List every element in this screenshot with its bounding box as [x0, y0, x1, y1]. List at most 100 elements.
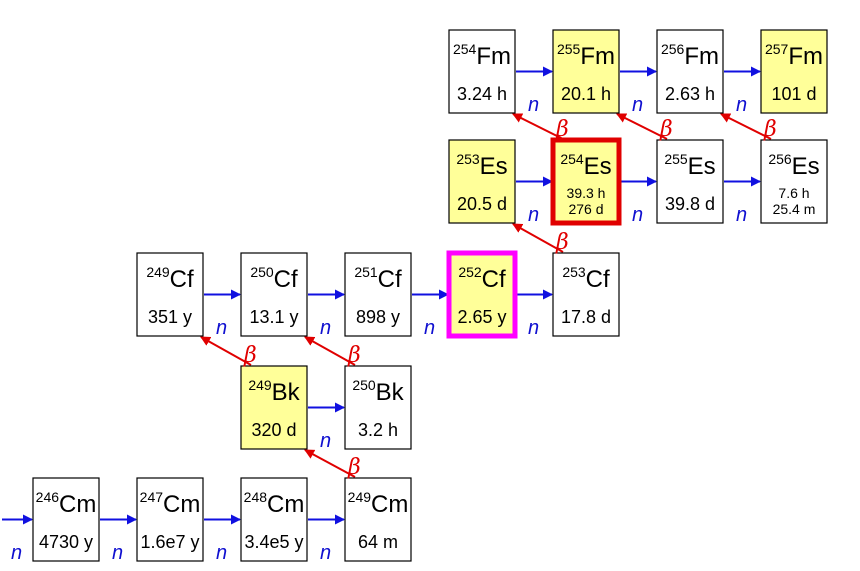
- nuclide-box: [656, 29, 724, 114]
- nuclide-box: [344, 252, 412, 337]
- nuclide-box: [344, 477, 412, 562]
- nuclide-symbol: 253Es: [456, 151, 507, 180]
- half-life: 7.6 h: [778, 185, 809, 201]
- nuclide-box: [240, 365, 308, 450]
- neutron-label: n: [528, 204, 539, 226]
- nuclide-symbol: 249Bk: [248, 377, 300, 406]
- element-symbol: Cm: [267, 491, 304, 518]
- element-symbol: Cm: [163, 491, 200, 518]
- nuclide-fm254: 254Fm 3.24 h: [448, 29, 516, 114]
- nuclide-cf252: 252Cf 2.65 y: [446, 250, 518, 339]
- neutron-label: n: [320, 317, 331, 339]
- mass-number: 256: [661, 41, 685, 57]
- nuclide-fm256: 256Fm 2.63 h: [656, 29, 724, 114]
- mass-number: 247: [140, 489, 164, 505]
- element-symbol: Es: [480, 153, 508, 180]
- element-symbol: Bk: [376, 379, 405, 406]
- beta-label: β: [347, 343, 361, 368]
- element-symbol: Cm: [371, 491, 408, 518]
- nuclide-cf249: 249Cf 351 y: [136, 252, 204, 337]
- nuclide-box: [448, 139, 516, 224]
- neutron-label: n: [11, 542, 22, 564]
- mass-number: 253: [456, 151, 480, 167]
- decay-arrows: [2, 66, 772, 525]
- nuclide-box: [448, 29, 516, 114]
- mass-number: 256: [768, 151, 792, 167]
- nuclide-symbol: 254Fm: [453, 41, 511, 70]
- beta-decay-arrow: [512, 113, 564, 140]
- element-symbol: Fm: [684, 43, 719, 70]
- mass-number: 257: [765, 41, 789, 57]
- half-life: 25.4 m: [773, 201, 816, 217]
- nuclide-box: [32, 477, 100, 562]
- nuclide-symbol: 249Cf: [146, 264, 194, 293]
- half-life: 3.24 h: [457, 84, 507, 104]
- half-life: 351 y: [148, 307, 192, 327]
- mass-number: 250: [352, 377, 376, 393]
- element-symbol: Fm: [788, 43, 823, 70]
- mass-number: 249: [348, 489, 372, 505]
- nuclide-symbol: 254Es: [560, 151, 611, 180]
- element-symbol: Es: [688, 153, 716, 180]
- half-life: 2.65 y: [457, 307, 506, 327]
- nuclide-symbol: 256Es: [768, 151, 819, 180]
- nuclide-cm249: 249Cm 64 m: [344, 477, 412, 562]
- mass-number: 255: [664, 151, 688, 167]
- half-life: 101 d: [771, 84, 816, 104]
- neutron-label: n: [632, 94, 643, 116]
- half-life: 1.6e7 y: [140, 532, 199, 552]
- nuclide-box: [760, 139, 828, 224]
- half-life: 20.5 d: [457, 194, 507, 214]
- nuclide-symbol: 249Cm: [348, 489, 409, 518]
- neutron-label: n: [112, 542, 123, 564]
- neutron-label: n: [736, 94, 747, 116]
- half-life: 3.2 h: [358, 420, 398, 440]
- neutron-label: n: [736, 204, 747, 226]
- nuclide-box: [446, 250, 518, 339]
- mass-number: 246: [36, 489, 60, 505]
- nuclide-symbol: 255Es: [664, 151, 715, 180]
- half-life: 64 m: [358, 532, 398, 552]
- element-symbol: Cf: [586, 266, 610, 293]
- beta-decay-arrow: [616, 113, 668, 140]
- neutron-label: n: [632, 204, 643, 226]
- element-symbol: Cf: [482, 266, 506, 293]
- beta-label: β: [243, 343, 257, 368]
- element-symbol: Es: [584, 153, 612, 180]
- nuclide-box: [552, 252, 620, 337]
- beta-decay-arrow: [200, 336, 252, 366]
- nuclide-box: [240, 252, 308, 337]
- neutron-label: n: [216, 317, 227, 339]
- neutron-label: n: [320, 430, 331, 452]
- beta-decay-arrow: [720, 113, 772, 140]
- nuclide-symbol: 257Fm: [765, 41, 823, 70]
- half-life: 2.63 h: [665, 84, 715, 104]
- half-life: 4730 y: [39, 532, 93, 552]
- half-life: 20.1 h: [561, 84, 611, 104]
- element-symbol: Cm: [59, 491, 96, 518]
- mass-number: 252: [458, 264, 482, 280]
- neutron-label: n: [320, 542, 331, 564]
- half-life: 320 d: [251, 420, 296, 440]
- nuclide-bk249: 249Bk 320 d: [240, 365, 308, 450]
- nuclide-box: [550, 137, 622, 226]
- mass-number: 254: [453, 41, 477, 57]
- element-symbol: Cf: [378, 266, 402, 293]
- nuclide-symbol: 248Cm: [244, 489, 305, 518]
- beta-decay-arrow: [512, 223, 564, 253]
- nuclide-box: [344, 365, 412, 450]
- half-life: 13.1 y: [249, 307, 298, 327]
- nuclide-fm257: 257Fm 101 d: [760, 29, 828, 114]
- nuclide-box: [656, 139, 724, 224]
- element-symbol: Cf: [170, 266, 194, 293]
- nuclide-symbol: 253Cf: [562, 264, 610, 293]
- mass-number: 254: [560, 151, 584, 167]
